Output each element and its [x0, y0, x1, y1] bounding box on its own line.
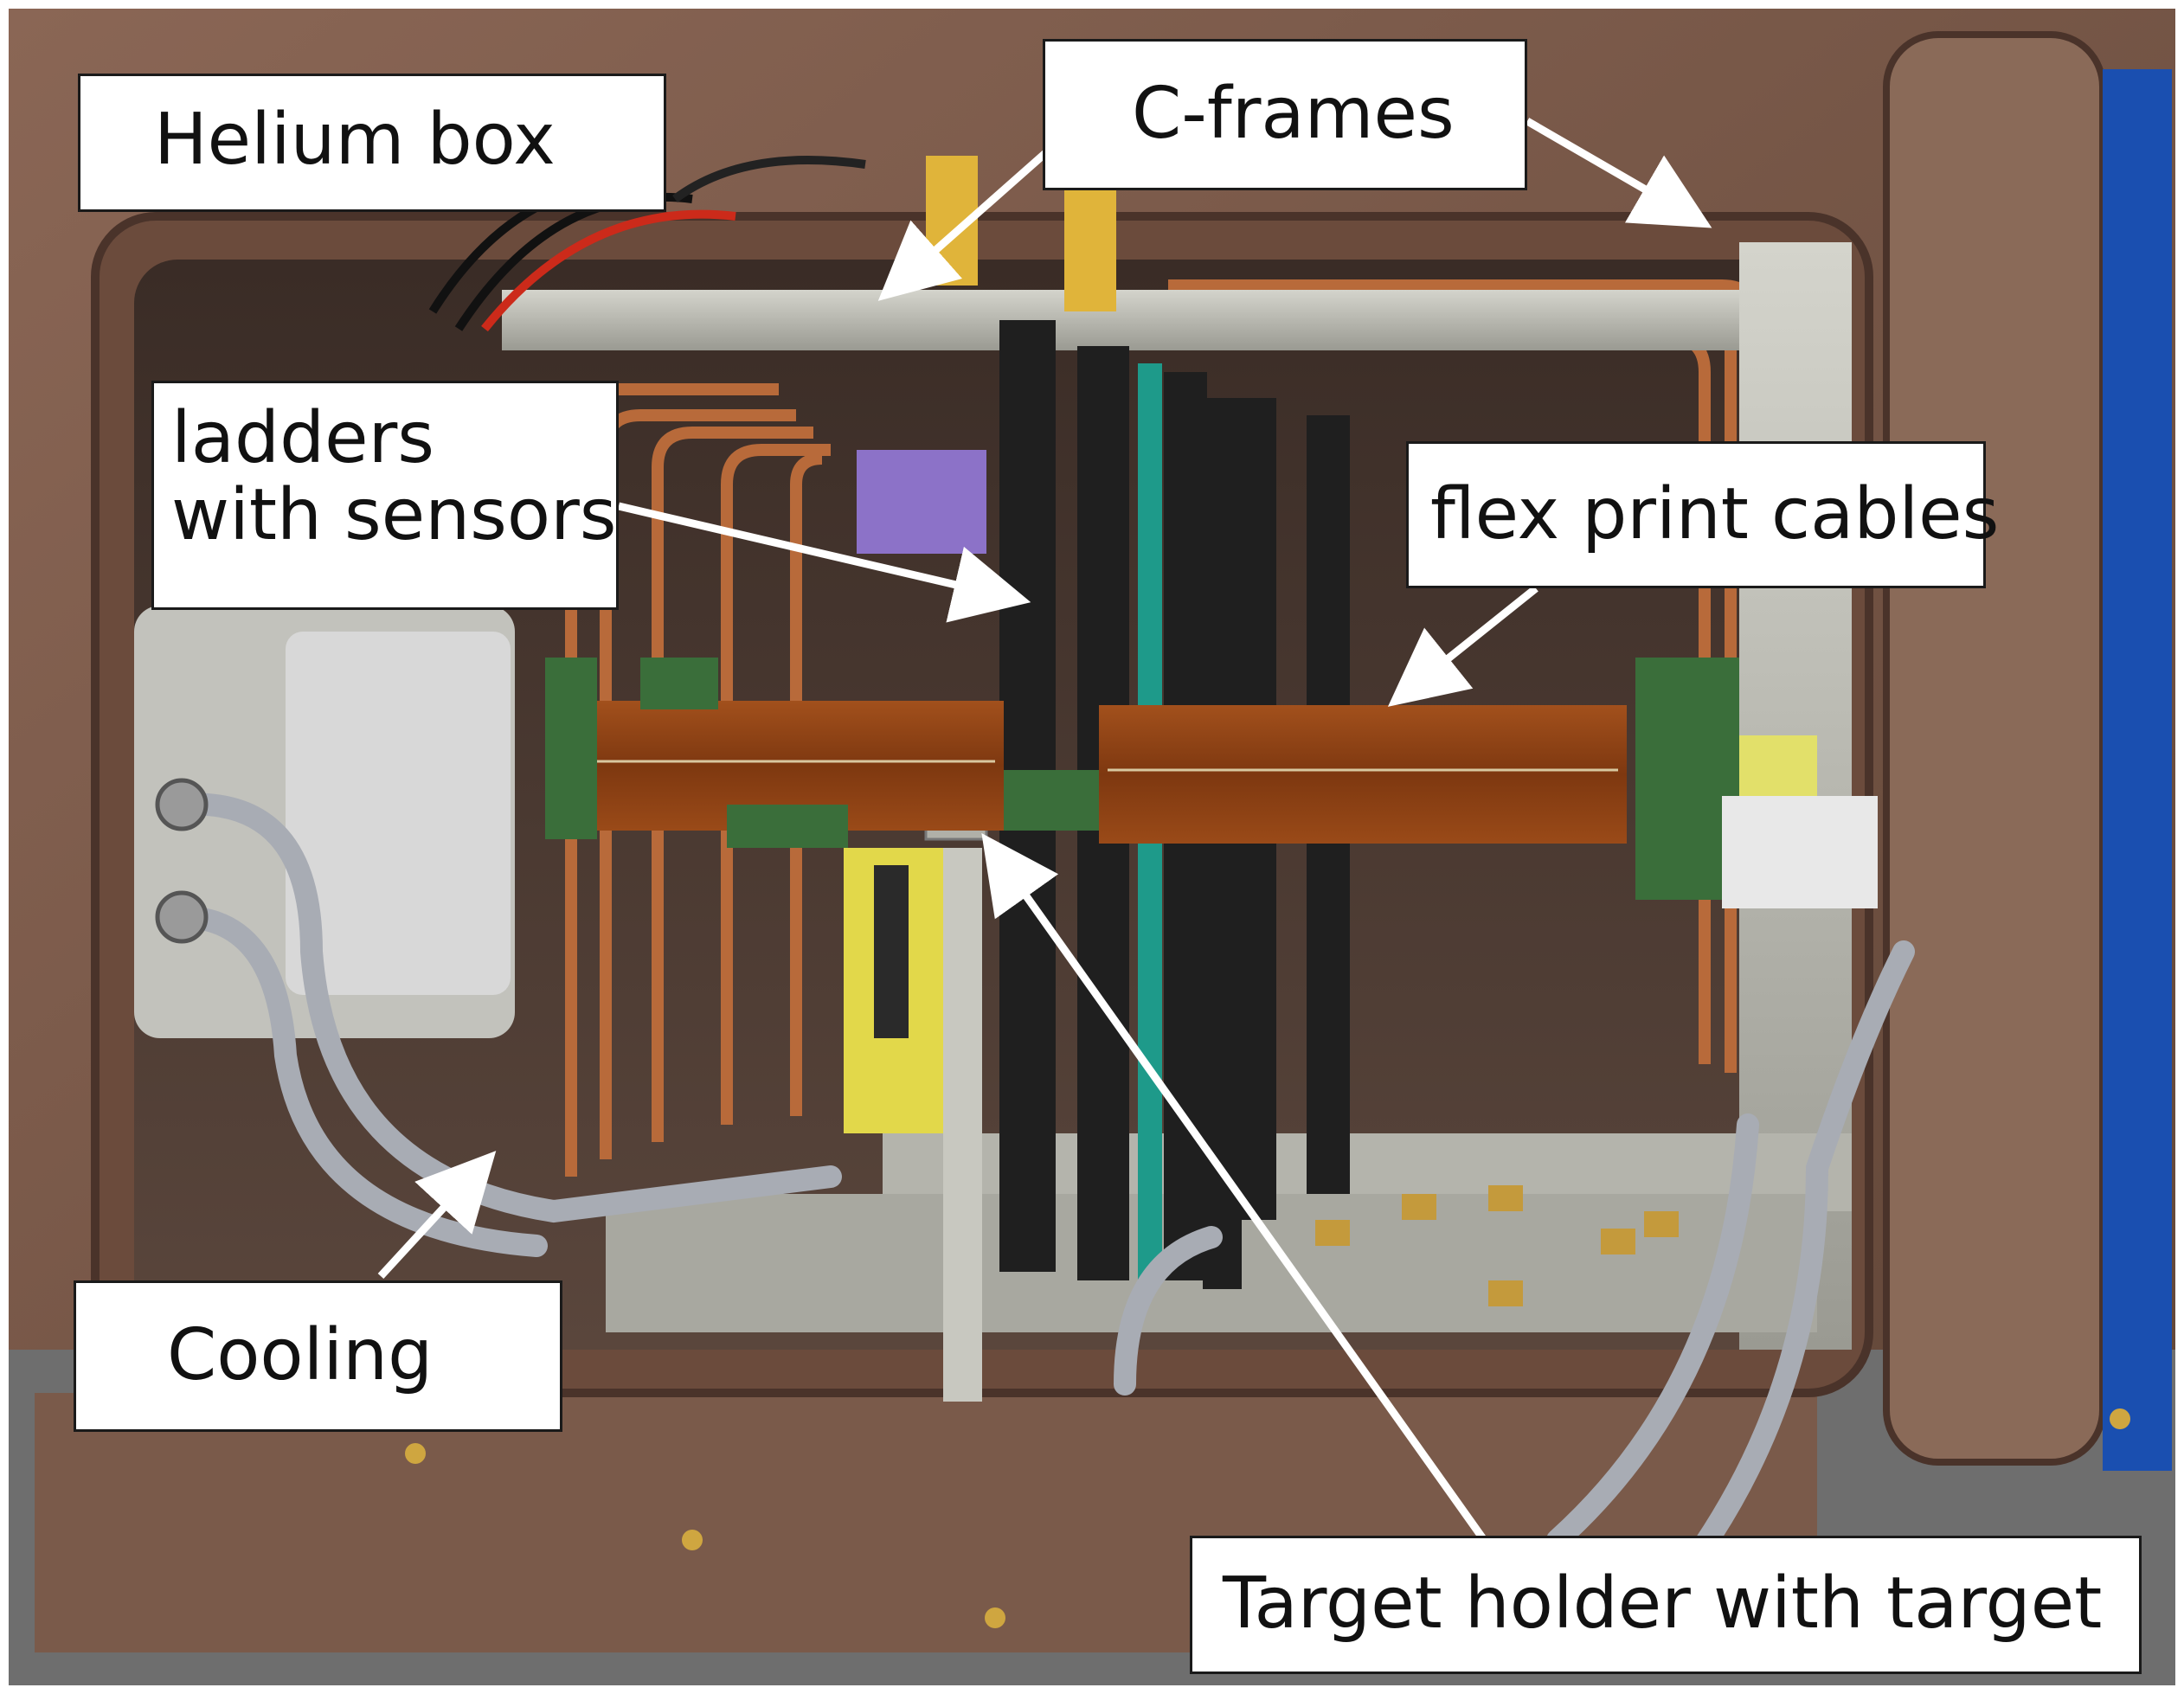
hose-fitting-lower: [155, 890, 209, 944]
lid-panel: [1883, 31, 2106, 1466]
label-cooling: Cooling: [74, 1280, 562, 1432]
label-ladders-with-sensors: ladders with sensors: [151, 381, 619, 610]
label-c-frames-text: C-frames: [1132, 73, 1455, 155]
flex-cable-right: [1099, 705, 1627, 844]
callout-arrows: [377, 118, 1712, 1543]
label-target-holder: Target holder with target: [1190, 1536, 2142, 1674]
label-c-frames: C-frames: [1043, 39, 1527, 190]
ribbon-cable-bundle: [286, 632, 511, 995]
purple-wrap: [857, 450, 986, 554]
flex-cable-arrow: [1387, 585, 1538, 707]
target-screw: [874, 865, 909, 1038]
label-flex-print-cables: flex print cables: [1406, 441, 1999, 588]
ladders-arrow: [617, 502, 1031, 623]
right-ribbon-cable: [1722, 796, 1878, 908]
c-frames-arrow-right: [1525, 118, 1712, 228]
target-holder-arrow: [981, 832, 1487, 1543]
sensor-chips: [1004, 770, 1099, 831]
hose-fitting-upper: [155, 778, 209, 831]
yellow-clip-right: [1064, 190, 1116, 311]
label-helium-box: Helium box: [78, 74, 666, 212]
cooling-arrow: [377, 1151, 497, 1280]
label-flex-print-cables-text: flex print cables: [1430, 473, 2000, 555]
label-cooling-text: Cooling: [167, 1314, 434, 1396]
c-frame-top-bar: [502, 290, 1852, 350]
brass-fittings: [1315, 1185, 1679, 1306]
label-target-holder-text: Target holder with target: [1223, 1562, 2103, 1645]
label-ladders-line2: with sensors: [171, 473, 617, 556]
target-holder-post: [943, 848, 982, 1402]
blue-side-panel: [2103, 69, 2172, 1471]
label-ladders-line1: ladders: [171, 397, 435, 479]
label-helium-box-text: Helium box: [154, 99, 556, 181]
